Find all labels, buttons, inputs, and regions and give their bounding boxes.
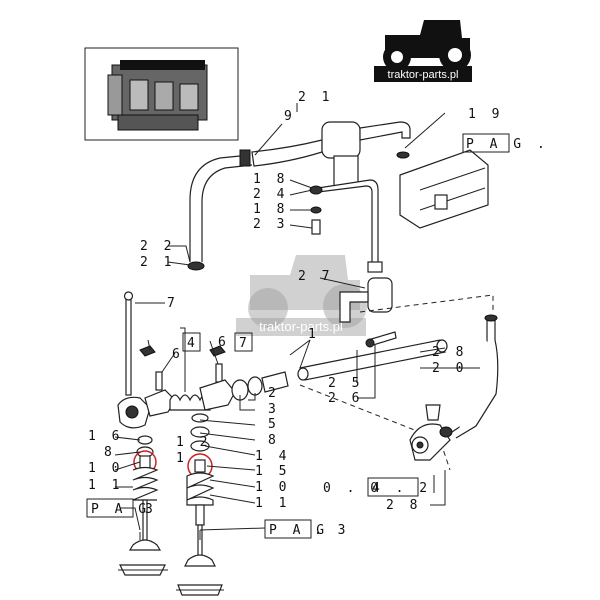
pag-ref-top: P A G . (466, 137, 549, 152)
oil-separator (339, 277, 393, 323)
pushrod (123, 291, 134, 396)
callout-20: 2 0 (432, 361, 467, 376)
callout-13: 1 (176, 451, 188, 466)
callout-5: 5 (268, 417, 280, 432)
callout-12: 1 2 (176, 435, 211, 450)
callout-7: 7 (167, 296, 179, 311)
callout-23: 2 3 (253, 217, 288, 232)
rocker-shaft (297, 331, 448, 381)
oil-return-tube (309, 179, 383, 273)
engine-thumbnail (84, 47, 239, 141)
breather-bracket (396, 149, 489, 229)
callout-25: 2 5 (328, 376, 363, 391)
callout-24: 2 4 (253, 187, 288, 202)
pag-ref-bottom: P A G (269, 523, 328, 538)
pag-box-bottom (264, 519, 312, 539)
valve-seats (118, 564, 224, 596)
brand-logo-text: traktor-parts.pl (388, 69, 459, 81)
callout-22: 2 2 (140, 239, 175, 254)
box-4 (182, 332, 201, 352)
box-7 (234, 332, 253, 352)
ref-0042-prefix: 0 . 0 (323, 481, 382, 496)
callout-21-top: 2 1 (298, 90, 333, 105)
callout-10-right: 1 0 (255, 480, 290, 495)
callout-1: 1 (308, 327, 320, 342)
pag-box-top (462, 133, 510, 153)
pag-ref-left: P A G (91, 502, 150, 517)
callout-3: 3 (268, 402, 280, 417)
callout-18b: 1 8 (253, 202, 288, 217)
pag-ref-bottom-suffix: . 3 (314, 523, 349, 538)
pag-box-left (86, 498, 134, 518)
ref-0042-box-text: 4 . 2 (372, 481, 431, 496)
dashed-leader-lines (299, 294, 494, 471)
callout-labels: 2 1 9 1 9 P A G . 1 8 2 4 1 8 2 3 2 2 2 … (86, 90, 549, 539)
leader-lines (114, 103, 480, 540)
brand-logo: traktor-parts.pl (374, 20, 472, 82)
callout-11-right: 1 1 (255, 496, 290, 511)
callout-3-left: 3 (145, 502, 157, 517)
valve-stack-left (128, 435, 162, 551)
callout-15: 1 5 (255, 464, 290, 479)
callout-10-left: 1 0 (88, 461, 123, 476)
callout-21-left: 2 1 (140, 255, 175, 270)
callout-6b: 6 (218, 335, 230, 350)
callout-4: 4 (187, 336, 199, 351)
callout-9: 9 (284, 109, 296, 124)
breather-pipe-assembly (187, 121, 411, 271)
callout-19: 1 9 (468, 107, 503, 122)
callout-27: 2 7 (298, 269, 333, 284)
callout-11-left: 1 1 (88, 478, 123, 493)
callout-2: 2 (268, 386, 280, 401)
oil-pipe (409, 314, 499, 461)
callout-28a: 2 8 (432, 345, 467, 360)
callout-6a: 6 (172, 347, 184, 362)
callout-26: 2 6 (328, 391, 363, 406)
callout-8-left: 8 (104, 445, 116, 460)
callout-7b: 7 (239, 336, 251, 351)
callout-28b: 2 8 (386, 498, 421, 513)
valve-stack-right (184, 413, 216, 567)
ref-0042-box (367, 477, 419, 497)
watermark-text: traktor-parts.pl (259, 319, 343, 334)
rocker-arm-assembly (117, 345, 289, 429)
callout-18a: 1 8 (253, 172, 288, 187)
callout-16: 1 6 (88, 429, 123, 444)
callout-8-right: 8 (268, 433, 280, 448)
callout-14: 1 4 (255, 449, 290, 464)
